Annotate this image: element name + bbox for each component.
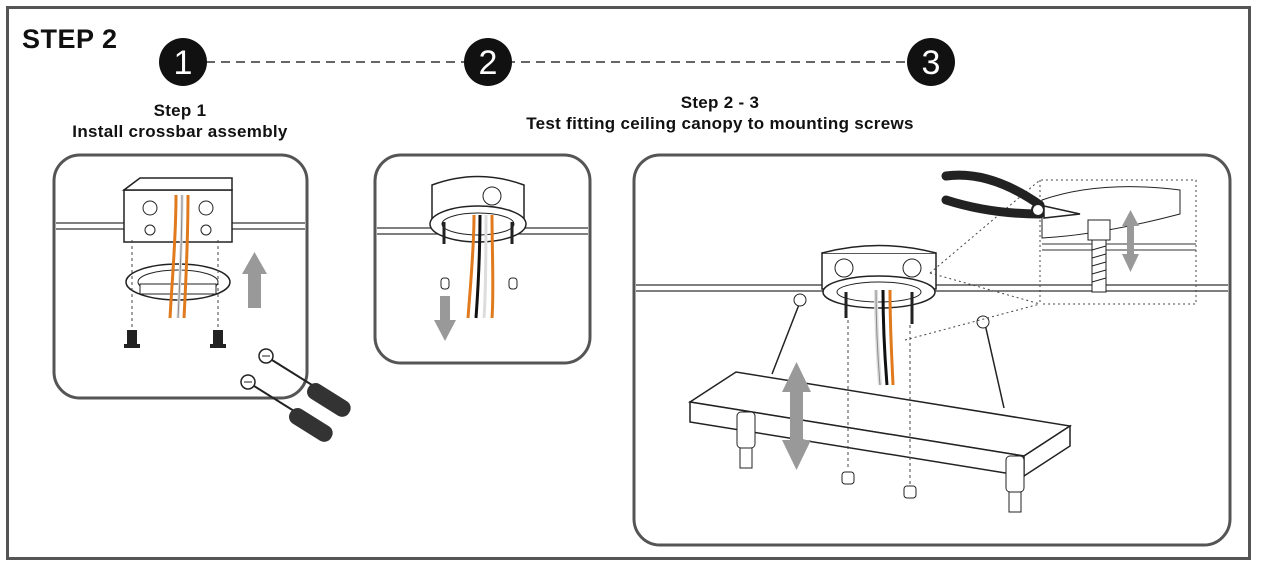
panel-3: [632, 153, 1232, 547]
wires-icon: [874, 289, 895, 386]
step1-caption-line1: Step 1: [153, 101, 207, 120]
panel-1: [52, 153, 309, 400]
finial-icon: [736, 411, 1025, 513]
step-badge-3: 3: [907, 38, 955, 86]
wires-icon: [466, 214, 495, 319]
page-title: STEP 2: [22, 24, 118, 54]
detail-callout: [904, 179, 1197, 341]
instruction-frame: [6, 6, 1251, 560]
step23-caption-line2: Test fitting ceiling canopy to mounting …: [526, 114, 914, 133]
panel-2: [373, 153, 592, 365]
step1-caption-line2: Install crossbar assembly: [72, 122, 288, 141]
step-badge-1: 1: [159, 38, 207, 86]
up-down-arrow-icon: [1122, 210, 1139, 272]
support-cable-icon: [771, 293, 1005, 409]
step-badge-1-number: 1: [174, 44, 193, 82]
step-badge-2-number: 2: [479, 44, 498, 82]
mounting-screw-icon: [124, 240, 226, 348]
screwdriver-icon: [240, 348, 351, 442]
down-arrow-icon: [434, 296, 456, 341]
pliers-icon: [941, 170, 1081, 219]
step-badge-2: 2: [464, 38, 512, 86]
step1-caption: Step 1 Install crossbar assembly: [50, 100, 310, 142]
step-badge-3-number: 3: [922, 44, 941, 82]
up-down-arrow-icon: [782, 362, 811, 470]
step23-caption-line1: Step 2 - 3: [680, 93, 760, 112]
screw-nut-icon: [440, 277, 518, 290]
wires-icon: [168, 194, 190, 319]
junction-box-icon: [121, 177, 233, 243]
junction-box-icon: [821, 244, 937, 324]
step23-caption: Step 2 - 3 Test fitting ceiling canopy t…: [480, 92, 960, 134]
up-arrow-icon: [242, 252, 267, 308]
round-junction-box-icon: [429, 175, 527, 244]
